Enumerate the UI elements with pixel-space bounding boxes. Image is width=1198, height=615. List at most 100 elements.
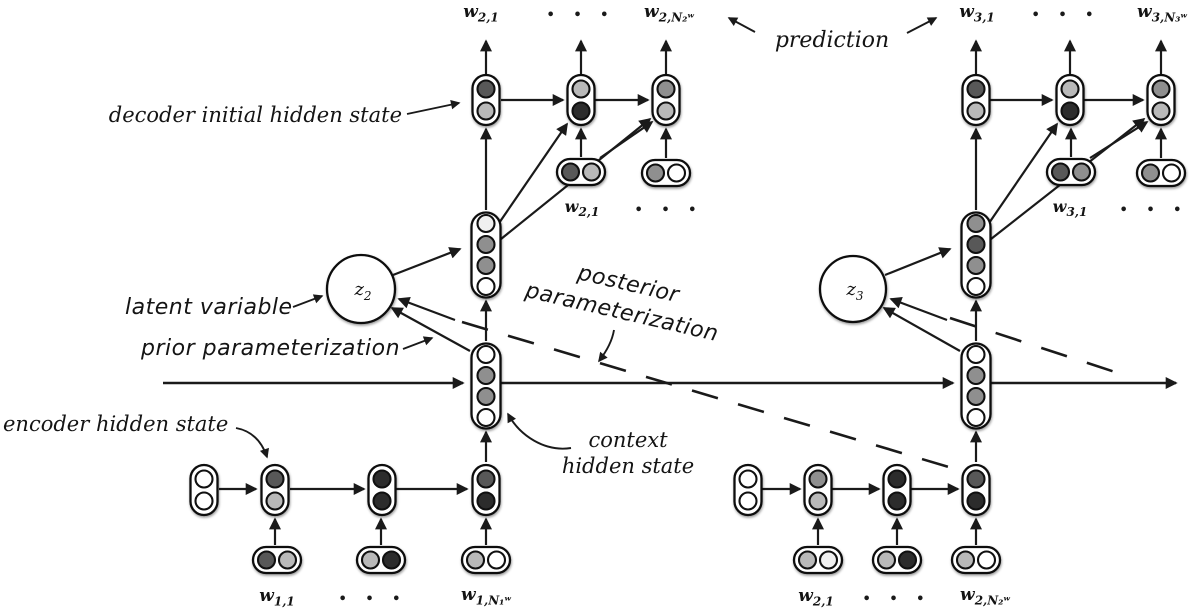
context-cell-3-unit-0 [966,344,986,365]
word-label-w11-bottom: w1,1 [259,586,295,609]
context-cell-3-unit-3 [966,407,986,428]
dec2-embedding-1 [555,157,607,187]
word-label-w21-top: w2,1 [463,2,499,25]
enc2-embedding-3 [950,545,1002,575]
enc2-embedding-2-unit-0 [876,550,897,570]
decoder-input-cell-2-body [470,211,502,299]
latent-z3-label: z3 [846,279,864,303]
dec2-embedding-2 [640,158,692,188]
enc2-cell-0-unit-1 [738,491,758,511]
enc1-cell-1-unit-0 [265,469,285,489]
dec2-embedding-2-unit-1 [666,163,687,183]
dec2-cell-3 [651,73,681,127]
dec3-embedding-2 [1135,158,1187,188]
dec3-embedding-2-unit-1 [1161,163,1182,183]
word-label-w21-bottom: w2,1 [798,586,834,609]
ellipsis-decoder-input-left: • • • [634,203,704,218]
context-cell-2-body [470,342,502,430]
enc2-cell-0 [733,463,763,517]
enc2-cell-2-unit-1 [887,491,907,511]
encoder-hidden-state-label: encoder hidden state [3,412,229,436]
enc1-embedding-1 [251,545,303,575]
decoder-input-cell-3-unit-1 [966,234,986,255]
enc2-embedding-2-unit-1 [897,550,918,570]
decoder-input3-to-dec2-arrow [986,122,1058,227]
prediction-pointer-arrow-right [906,17,938,34]
enc1-embedding-2 [355,545,407,575]
word-label-w31-decoder-input: w3,1 [1052,197,1088,220]
prior-arrow-z2 [390,307,471,352]
decoder-input-cell-3-body [960,211,992,299]
dec2-cell-1-unit-1 [476,101,496,121]
decoder-input-cell-2-unit-2 [476,255,496,276]
enc1-embedding-2-unit-1 [381,550,402,570]
decoder-input-cell-2-unit-1 [476,234,496,255]
enc2-embedding-1-unit-0 [797,550,818,570]
enc2-embedding-1-unit-1 [818,550,839,570]
context-hidden-state-label: context hidden state [561,428,695,479]
dec3-cell-3-unit-1 [1151,101,1171,121]
enc1-cell-0-unit-0 [194,469,214,489]
latent-z2-label: z2 [354,279,372,303]
context-cell-2-unit-2 [476,386,496,407]
encoder-hidden-pointer-arrow [235,427,269,459]
enc2-cell-2-unit-0 [887,469,907,489]
word-label-w31-top: w3,1 [959,2,995,25]
decoder-initial-hidden-state-label: decoder initial hidden state [108,103,402,127]
word-label-w2N-bottom: w2,N₂ʷ [960,585,1010,608]
dec3-cell-1 [961,73,991,127]
enc2-cell-3 [961,463,991,517]
dec3-cell-3-unit-0 [1151,79,1171,99]
latent-variable-pointer-arrow [292,294,324,308]
enc2-embedding-2 [871,545,923,575]
enc2-cell-1-unit-0 [808,469,828,489]
decoder-input-cell-3-unit-2 [966,255,986,276]
context-cell-3-body [960,342,992,430]
dec2-cell-2-unit-0 [571,79,591,99]
dec3-embedding-1 [1045,157,1097,187]
decoder-input-cell-2 [470,211,502,299]
enc1-cell-3-unit-1 [476,491,496,511]
context-cell-2-unit-0 [476,344,496,365]
dec2-embedding-2-unit-0 [645,163,666,183]
dec2-cell-2 [566,73,596,127]
context-cell-2-unit-3 [476,407,496,428]
prediction-pointer-arrow-left [727,17,756,33]
decoder-input-cell-3-unit-0 [966,213,986,234]
prior-parameterization-label: prior parameterization [141,336,401,361]
enc1-embedding-1-unit-0 [256,550,277,570]
dec2-cell-1 [471,73,501,127]
posterior-arrow-z2 [397,297,456,322]
ellipsis-enc1: • • • [338,592,408,607]
prior-arrow-z3 [882,307,961,352]
enc1-cell-1 [260,463,290,517]
enc1-cell-3-unit-0 [476,469,496,489]
latent-z3-circle [818,254,888,324]
context-cell-3-unit-1 [966,365,986,386]
word-label-w2N-top: w2,N₂ʷ [644,2,694,25]
ellipsis-enc2: • • • [862,592,932,607]
enc2-embedding-1 [792,545,844,575]
z2-to-decoder-input-arrow [392,247,462,277]
latent-z2-circle [325,253,397,325]
enc2-embedding-3-unit-1 [976,550,997,570]
enc1-embedding-3-unit-0 [465,550,486,570]
context-cell-3-unit-2 [966,386,986,407]
posterior-pointer-arrow [598,329,615,363]
enc1-cell-0-unit-1 [194,491,214,511]
enc1-cell-1-unit-1 [265,491,285,511]
ellipsis-decoder-input-right: • • • [1119,203,1189,218]
word-label-w21-decoder-input: w2,1 [564,197,600,220]
decoder-input-cell-2-unit-0 [476,213,496,234]
enc1-cell-2-unit-0 [372,469,392,489]
decoder-initial-pointer-arrow [406,100,461,115]
enc2-cell-0-unit-0 [738,469,758,489]
context-hidden-pointer-arrow [507,412,572,450]
dec3-cell-1-unit-0 [966,79,986,99]
dec2-cell-1-unit-0 [476,79,496,99]
word-label-w1N-bottom: w1,N₁ʷ [461,585,511,608]
enc2-embedding-3-unit-0 [955,550,976,570]
enc2-cell-3-unit-1 [966,491,986,511]
